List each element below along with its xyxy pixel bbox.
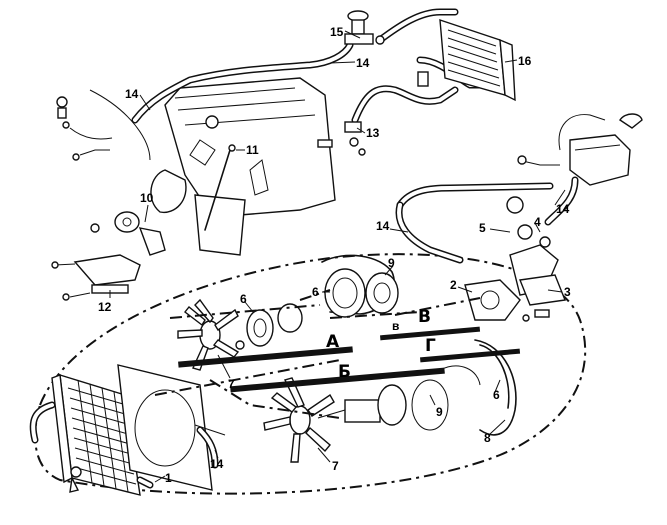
callout-6-pulley: 6	[312, 285, 319, 299]
callout-labels: 15 16 14 14 13 11 10 12 14 14 5 4 3 2 6 …	[98, 25, 571, 485]
callout-14-left: 14	[125, 87, 139, 101]
lower-radiator-hose	[196, 426, 219, 469]
drive-belt-lower	[439, 339, 517, 436]
callout-2: 2	[450, 278, 457, 292]
mounting-bracket	[51, 254, 141, 301]
callout-14-right: 14	[556, 202, 570, 216]
fan-clutch-lower	[317, 379, 449, 431]
heater-core	[417, 18, 516, 102]
callout-1: 1	[165, 471, 172, 485]
callout-6-lower: 6	[493, 388, 500, 402]
callout-7-upper: 7	[228, 377, 235, 391]
engine-block	[150, 77, 336, 256]
tank-hoses	[395, 176, 579, 264]
callout-9-upper: 9	[388, 256, 395, 270]
expansion-tank	[517, 113, 643, 186]
heater-valve	[344, 10, 385, 45]
callout-4: 4	[534, 215, 541, 229]
temperature-sensor-left	[56, 89, 151, 161]
callout-11: 11	[246, 143, 259, 157]
fan-shroud	[117, 364, 226, 491]
zone-label-v-small: в	[392, 319, 399, 333]
callout-12: 12	[98, 300, 112, 314]
cooling-fan-lower	[263, 377, 335, 463]
callout-14-bottom: 14	[210, 457, 224, 471]
zone-label-g: Г	[425, 336, 436, 356]
zone-label-a: А	[326, 332, 340, 352]
temperature-sender	[317, 121, 366, 156]
callout-15: 15	[330, 25, 344, 39]
water-pump-assembly	[464, 196, 566, 322]
callout-5: 5	[479, 221, 486, 235]
radiator	[29, 374, 154, 496]
callout-10: 10	[140, 191, 154, 205]
fan-clutch-middle	[235, 303, 303, 350]
callout-14-top: 14	[356, 56, 370, 70]
callout-3: 3	[564, 285, 571, 299]
callout-13: 13	[366, 126, 380, 140]
callout-9-lower: 9	[436, 405, 443, 419]
callout-14-mid: 14	[376, 219, 390, 233]
zone-labels: А Б В Г в	[326, 307, 436, 382]
tension-bolt	[204, 144, 236, 231]
leader-lines	[109, 30, 566, 483]
pump-pulley-upper	[321, 254, 399, 318]
zone-label-b: Б	[338, 362, 351, 382]
zone-label-v: В	[418, 307, 431, 327]
callout-6-middle: 6	[240, 292, 247, 306]
callout-16: 16	[518, 54, 532, 68]
callout-8: 8	[484, 431, 491, 445]
callout-7-lower: 7	[332, 459, 339, 473]
belt-tensioner	[90, 211, 166, 256]
